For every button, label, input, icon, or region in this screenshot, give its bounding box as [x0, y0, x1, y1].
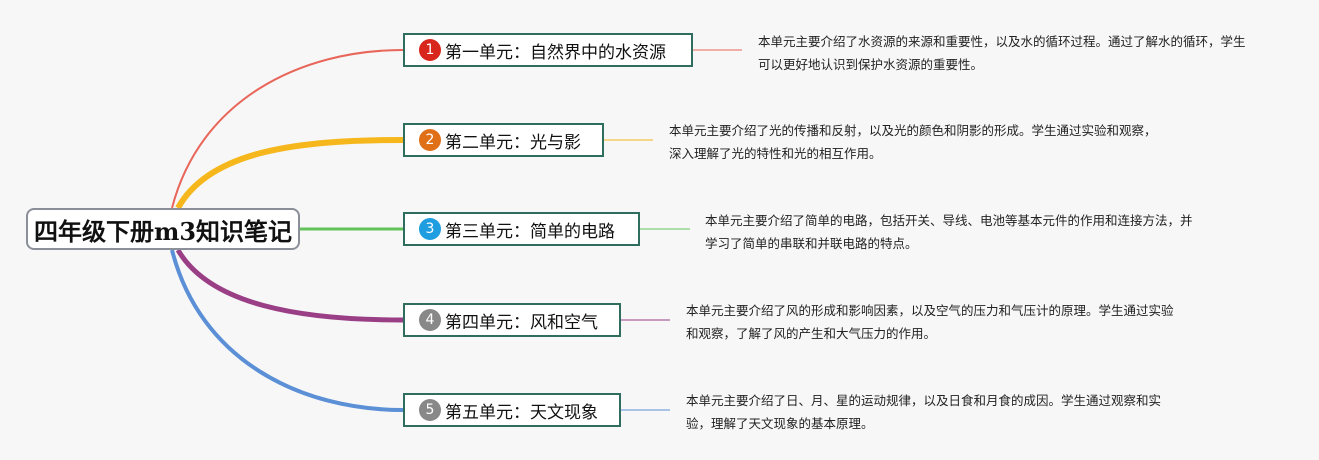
branch-line-4 — [175, 248, 404, 323]
number-badge-icon: 5 — [419, 399, 441, 421]
unit-2-node[interactable]: 2 第二单元：光与影 — [403, 123, 604, 157]
number-badge-icon: 4 — [419, 309, 441, 331]
unit-label: 第一单元：自然界中的水资源 — [445, 42, 666, 63]
number-badge-icon: 1 — [419, 39, 441, 61]
unit-label: 第四单元：风和空气 — [445, 312, 598, 333]
unit-label: 第五单元：天文现象 — [445, 402, 598, 423]
unit-4-description: 本单元主要介绍了风的形成和影响因素，以及空气的压力和气压计的原理。学生通过实验和… — [686, 303, 1174, 341]
branch-line-1 — [171, 49, 404, 209]
unit-3-node[interactable]: 3 第三单元：简单的电路 — [403, 212, 640, 246]
unit-1-description: 本单元主要介绍了水资源的来源和重要性，以及水的循环过程。通过了解水的循环，学生可… — [758, 34, 1246, 72]
unit-2-description: 本单元主要介绍了光的传播和反射，以及光的颜色和阴影的形成。学生通过实验和观察，深… — [669, 123, 1157, 161]
number-badge-icon: 2 — [419, 129, 441, 151]
number-badge-icon: 3 — [419, 218, 441, 240]
unit-1-node[interactable]: 1 第一单元：自然界中的水资源 — [403, 33, 693, 67]
unit-label: 第二单元：光与影 — [445, 132, 581, 153]
branch-line-5 — [170, 249, 404, 412]
unit-4-node[interactable]: 4 第四单元：风和空气 — [403, 303, 621, 337]
unit-5-description: 本单元主要介绍了日、月、星的运动规律，以及日食和月食的成因。学生通过观察和实验，… — [686, 393, 1162, 431]
unit-5-node[interactable]: 5 第五单元：天文现象 — [403, 393, 621, 427]
unit-label: 第三单元：简单的电路 — [445, 221, 615, 242]
unit-3-description: 本单元主要介绍了简单的电路，包括开关、导线、电池等基本元件的作用和连接方法，并学… — [705, 213, 1193, 251]
branch-line-2 — [175, 137, 404, 210]
root-topic[interactable]: 四年级下册m3知识笔记 — [26, 208, 300, 250]
